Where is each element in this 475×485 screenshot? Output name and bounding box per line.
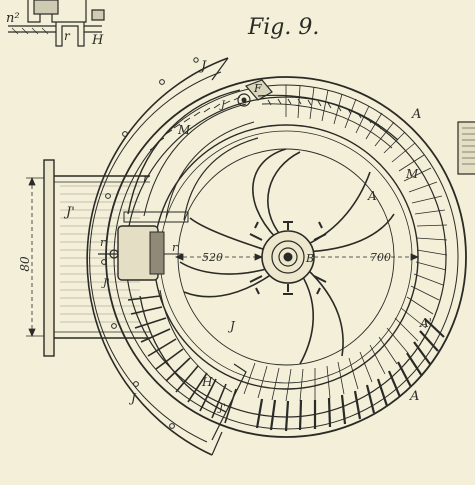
- dimension-80: [26, 176, 44, 338]
- inset-detail: [8, 0, 105, 47]
- label-j-small: J: [219, 100, 226, 111]
- outer-casing: [86, 57, 229, 456]
- label-inset-r: r: [64, 29, 71, 43]
- label-inset-n2: n²: [6, 11, 20, 26]
- label-j-top: J: [198, 59, 207, 74]
- label-inset-h: H: [91, 33, 104, 48]
- figure-title: Fig. 9.: [247, 15, 319, 40]
- lower-channel: [139, 289, 247, 441]
- label-j-prime-bottom: J': [217, 403, 226, 414]
- label-r-mid: r: [100, 236, 106, 249]
- gate-mechanism: [98, 211, 189, 281]
- label-j-prime-pipe: J': [63, 205, 75, 220]
- label-dim-80: 80: [18, 256, 32, 272]
- label-a-bottom: A: [409, 389, 419, 404]
- label-j-bottom-left: J: [128, 391, 137, 405]
- label-a-prime: A': [419, 316, 432, 330]
- vane-band: [243, 85, 448, 432]
- right-edge-part: [457, 121, 475, 175]
- label-m-left: M: [177, 123, 191, 137]
- label-f: F: [253, 82, 262, 95]
- label-a-inner: A: [367, 189, 377, 203]
- label-r-left: r: [143, 172, 149, 185]
- spokes: [179, 148, 395, 365]
- label-a-top: A: [411, 107, 421, 122]
- label-dim-520: 520: [202, 251, 223, 264]
- label-b: B: [305, 252, 314, 265]
- label-r-right: r: [172, 241, 178, 254]
- label-h-lower: H: [201, 375, 213, 389]
- label-dim-700: 700: [370, 251, 391, 264]
- guide-sector: [127, 79, 399, 221]
- hub: [249, 221, 327, 295]
- label-m-right: M: [405, 167, 419, 181]
- label-j-prime-side: J': [101, 278, 110, 289]
- label-j-lower: J: [227, 319, 236, 333]
- radius-dimensions: [174, 253, 420, 261]
- inlet-pipe: [43, 159, 150, 357]
